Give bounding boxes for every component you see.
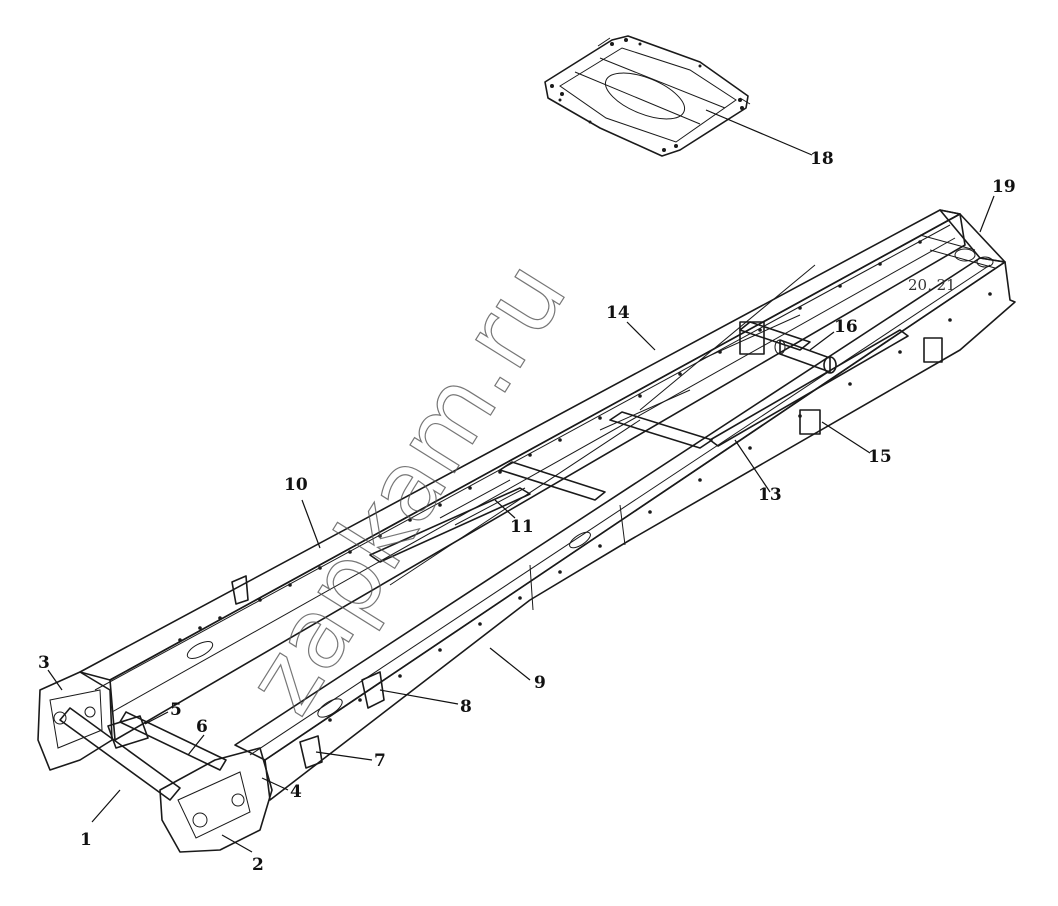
- crossmembers: [439, 314, 811, 526]
- callout-10: 10: [284, 475, 308, 495]
- callout-1: 1: [80, 830, 92, 850]
- front-bracket-right-part-2: [159, 747, 273, 853]
- front-bracket-left-part-3: [37, 671, 113, 771]
- bracket-part-7: [299, 735, 323, 769]
- bracket-part-8: [361, 671, 385, 709]
- front-tube-part-1: [59, 707, 227, 801]
- callout-2: 2: [252, 855, 264, 875]
- rear-crossmember: [919, 209, 1006, 269]
- bracket-part-5: [107, 715, 149, 749]
- watermark: zapkam.ru: [225, 243, 589, 733]
- bracket-front-top: [231, 575, 249, 605]
- callout-19: 19: [992, 177, 1016, 197]
- callout-3: 3: [38, 653, 50, 673]
- callout-4: 4: [290, 782, 302, 802]
- chassis-frame: [79, 209, 1016, 801]
- bracket-rear: [923, 337, 943, 363]
- callout-8: 8: [460, 697, 472, 717]
- tube-part-6: [119, 711, 227, 771]
- rivet-pattern: [178, 240, 992, 722]
- leader-lines: [47, 109, 995, 853]
- callout-6: 6: [196, 717, 208, 737]
- callout-9: 9: [534, 673, 546, 693]
- tank-part-16: [774, 339, 837, 374]
- callout-20-21: 20, 21: [908, 276, 956, 294]
- callout-5: 5: [170, 700, 182, 720]
- bracket-part-14: [739, 321, 765, 355]
- callout-13: 13: [758, 485, 782, 505]
- callout-15: 15: [868, 447, 892, 467]
- callout-14: 14: [606, 303, 630, 323]
- callout-18: 18: [810, 149, 834, 169]
- callout-7: 7: [374, 751, 386, 771]
- bracket-part-15: [799, 409, 821, 435]
- callout-16: 16: [834, 317, 858, 337]
- callout-11: 11: [510, 517, 534, 537]
- mounting-plate-part-18: [544, 35, 751, 157]
